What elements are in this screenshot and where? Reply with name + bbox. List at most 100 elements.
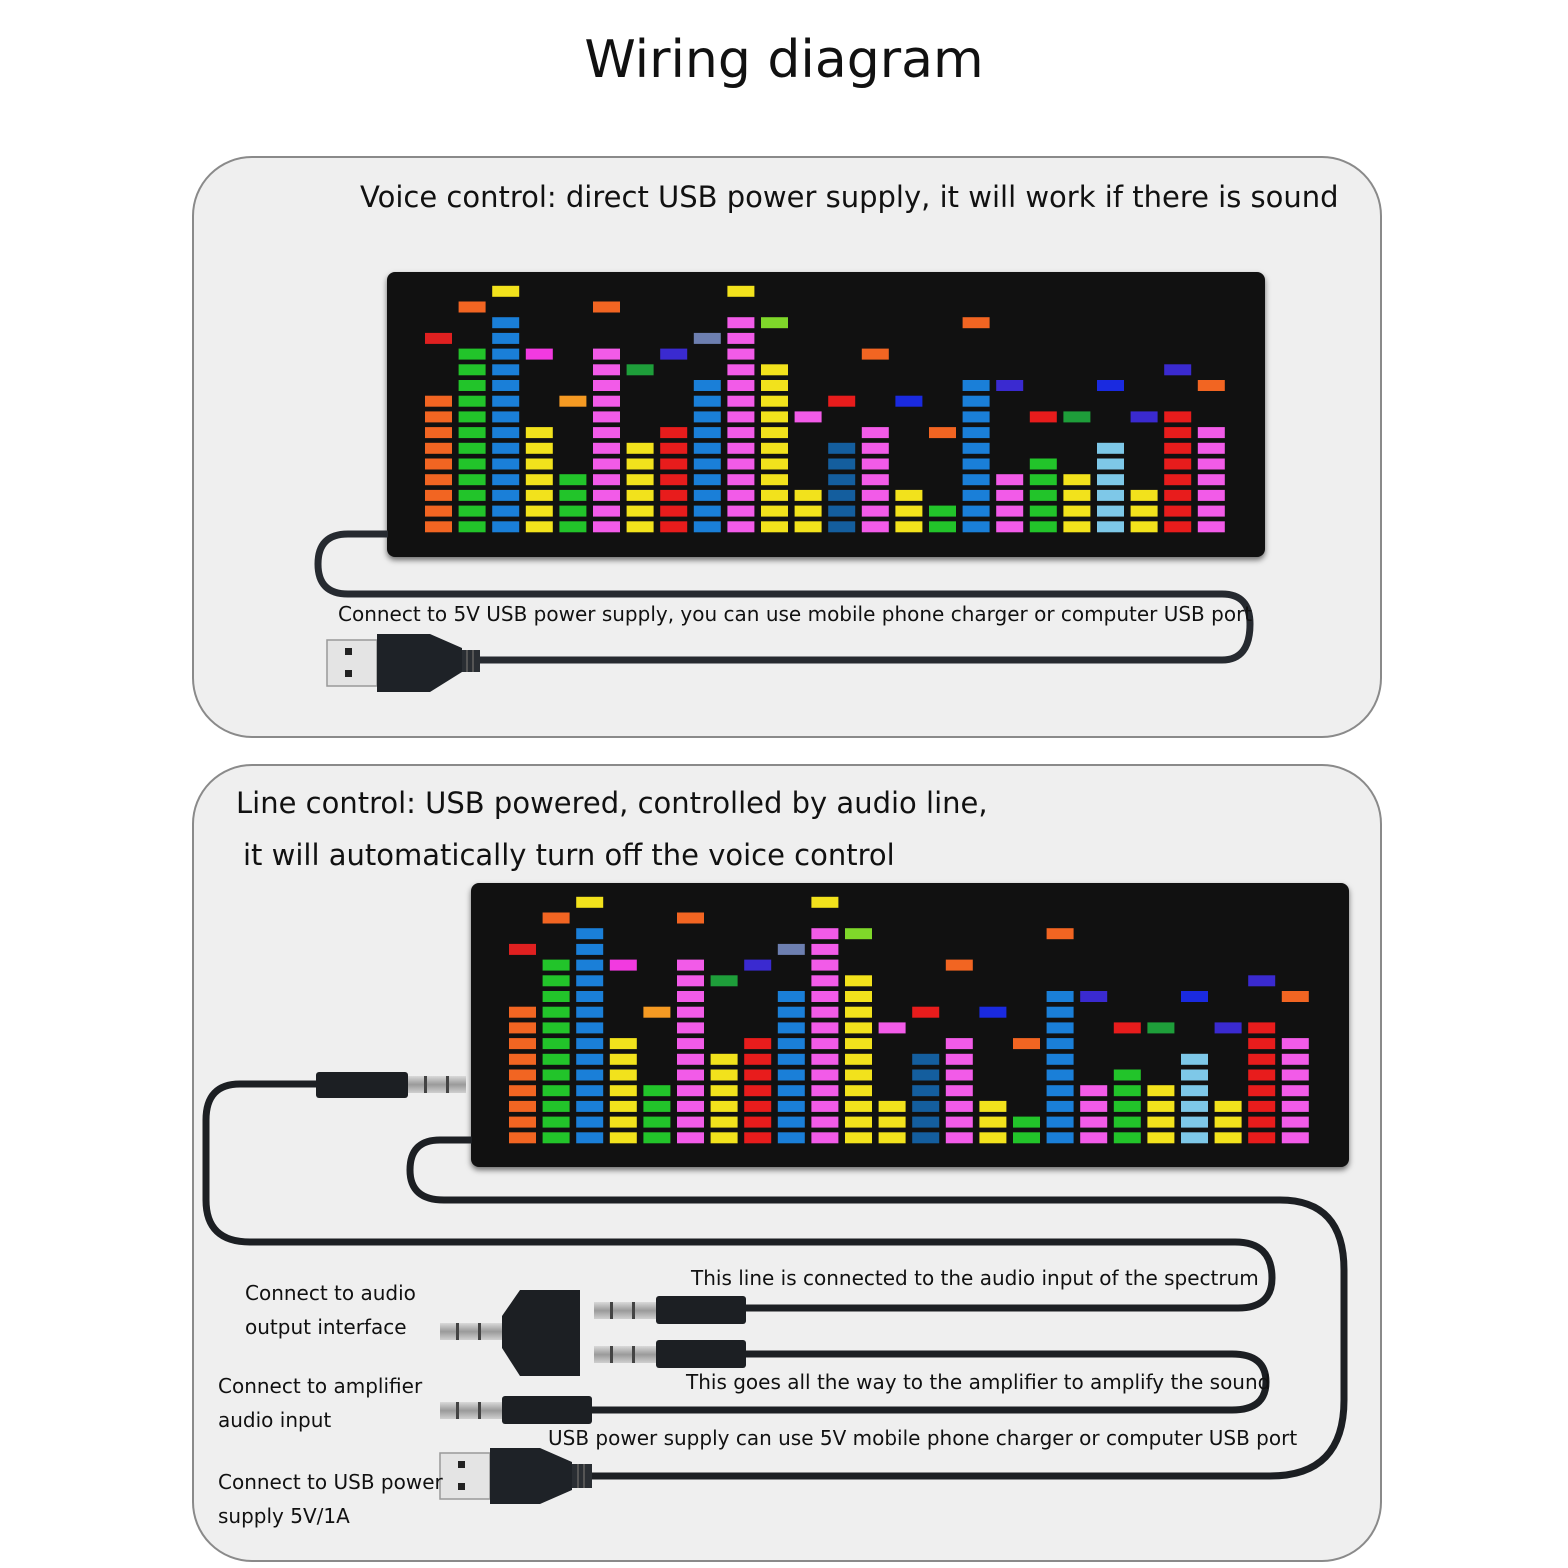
voice-led-0-2: [425, 489, 452, 501]
line-led-2-9: [576, 991, 604, 1002]
voice-peak-20: [1097, 380, 1124, 391]
voice-led-8-7: [693, 411, 721, 423]
line-led-9-11: [811, 959, 839, 971]
voice-led-9-4: [727, 458, 755, 470]
voice-led-17-3: [996, 474, 1024, 486]
voice-led-9-2: [727, 489, 755, 501]
voice-led-16-5: [962, 442, 990, 454]
voice-led-5-10: [593, 364, 620, 376]
voice-led-16-7: [962, 411, 990, 423]
line-led-10-9: [845, 991, 872, 1002]
line-led-9-7: [811, 1022, 839, 1034]
usb-plug-voice: [326, 634, 480, 692]
line-led-1-1: [542, 1116, 570, 1128]
line-led-8-8: [777, 1006, 805, 1018]
line-led-1-5: [542, 1053, 570, 1065]
line-led-16-2: [1046, 1100, 1074, 1112]
line-led-16-0: [1046, 1132, 1074, 1144]
voice-led-7-5: [660, 442, 688, 454]
voice-led-9-10: [727, 364, 755, 376]
voice-led-23-3: [1197, 474, 1225, 486]
line-led-2-10: [576, 975, 604, 987]
line-led-16-9: [1046, 991, 1074, 1002]
line-led-22-7: [1248, 1022, 1276, 1034]
voice-led-1-2: [458, 489, 486, 501]
voice-led-9-1: [727, 505, 755, 517]
voice-led-2-11: [492, 348, 520, 360]
line-led-10-10: [845, 975, 872, 987]
voice-led-18-3: [1029, 474, 1057, 486]
line-led-6-2: [710, 1100, 738, 1112]
line-led-21-1: [1214, 1116, 1242, 1128]
voice-led-13-6: [861, 427, 889, 439]
line-led-22-2: [1248, 1100, 1276, 1112]
voice-led-5-5: [593, 442, 620, 454]
line-led-8-7: [777, 1022, 805, 1034]
voice-led-14-1: [895, 505, 923, 517]
line-led-18-1: [1113, 1116, 1141, 1128]
voice-led-6-2: [626, 489, 654, 501]
line-led-12-5: [912, 1053, 940, 1065]
line-peak-21: [1214, 1022, 1242, 1034]
line-led-16-3: [1046, 1085, 1074, 1097]
voice-led-19-2: [1063, 489, 1091, 501]
line-led-19-3: [1147, 1085, 1175, 1097]
line-led-8-3: [777, 1085, 805, 1097]
voice-led-22-0: [1164, 521, 1192, 533]
voice-led-3-1: [525, 505, 553, 517]
voice-peak-18: [1029, 411, 1057, 423]
voice-led-1-11: [458, 348, 486, 360]
voice-led-18-1: [1029, 505, 1057, 517]
line-led-6-3: [710, 1085, 738, 1097]
voice-peak-23: [1197, 380, 1225, 391]
voice-led-16-8: [962, 395, 990, 407]
voice-led-7-3: [660, 474, 688, 486]
voice-led-12-3: [828, 474, 856, 486]
line-led-0-6: [509, 1038, 536, 1050]
line-led-12-4: [912, 1069, 940, 1081]
voice-led-17-2: [996, 489, 1024, 501]
line-led-19-2: [1147, 1100, 1175, 1112]
voice-led-3-0: [525, 521, 553, 533]
voice-led-4-2: [559, 489, 587, 501]
line-led-22-5: [1248, 1053, 1276, 1065]
voice-peak-0: [425, 332, 452, 344]
line-led-1-7: [542, 1022, 570, 1034]
line-led-18-4: [1113, 1069, 1141, 1081]
voice-led-2-9: [492, 380, 520, 391]
voice-led-2-5: [492, 442, 520, 454]
voice-led-10-5: [761, 442, 788, 454]
line-led-5-8: [677, 1006, 704, 1018]
line-led-6-4: [710, 1069, 738, 1081]
voice-led-7-0: [660, 521, 688, 533]
voice-led-1-9: [458, 380, 486, 391]
voice-led-8-3: [693, 474, 721, 486]
line-led-2-2: [576, 1100, 604, 1112]
line-led-2-8: [576, 1006, 604, 1018]
voice-led-2-13: [492, 317, 520, 329]
line-led-5-3: [677, 1085, 704, 1097]
line-peak-19: [1147, 1022, 1175, 1034]
line-led-17-3: [1080, 1085, 1108, 1097]
line-peak-7: [744, 959, 772, 971]
voice-led-9-11: [727, 348, 755, 360]
voice-led-9-6: [727, 427, 755, 439]
voice-led-9-8: [727, 395, 755, 407]
voice-led-22-1: [1164, 505, 1192, 517]
voice-led-20-1: [1097, 505, 1124, 517]
line-led-11-0: [878, 1132, 906, 1144]
voice-peak-9: [727, 285, 755, 297]
voice-led-19-0: [1063, 521, 1091, 533]
line-led-13-6: [945, 1038, 973, 1050]
voice-peak-22: [1164, 364, 1192, 376]
line-peak-10: [845, 928, 872, 940]
voice-led-2-3: [492, 474, 520, 486]
line-led-13-3: [945, 1085, 973, 1097]
line-led-9-2: [811, 1100, 839, 1112]
audio-jack-amplifier-out: [594, 1340, 746, 1368]
line-led-11-1: [878, 1116, 906, 1128]
voice-peak-15: [929, 427, 956, 439]
line-led-2-1: [576, 1116, 604, 1128]
line-led-5-10: [677, 975, 704, 987]
